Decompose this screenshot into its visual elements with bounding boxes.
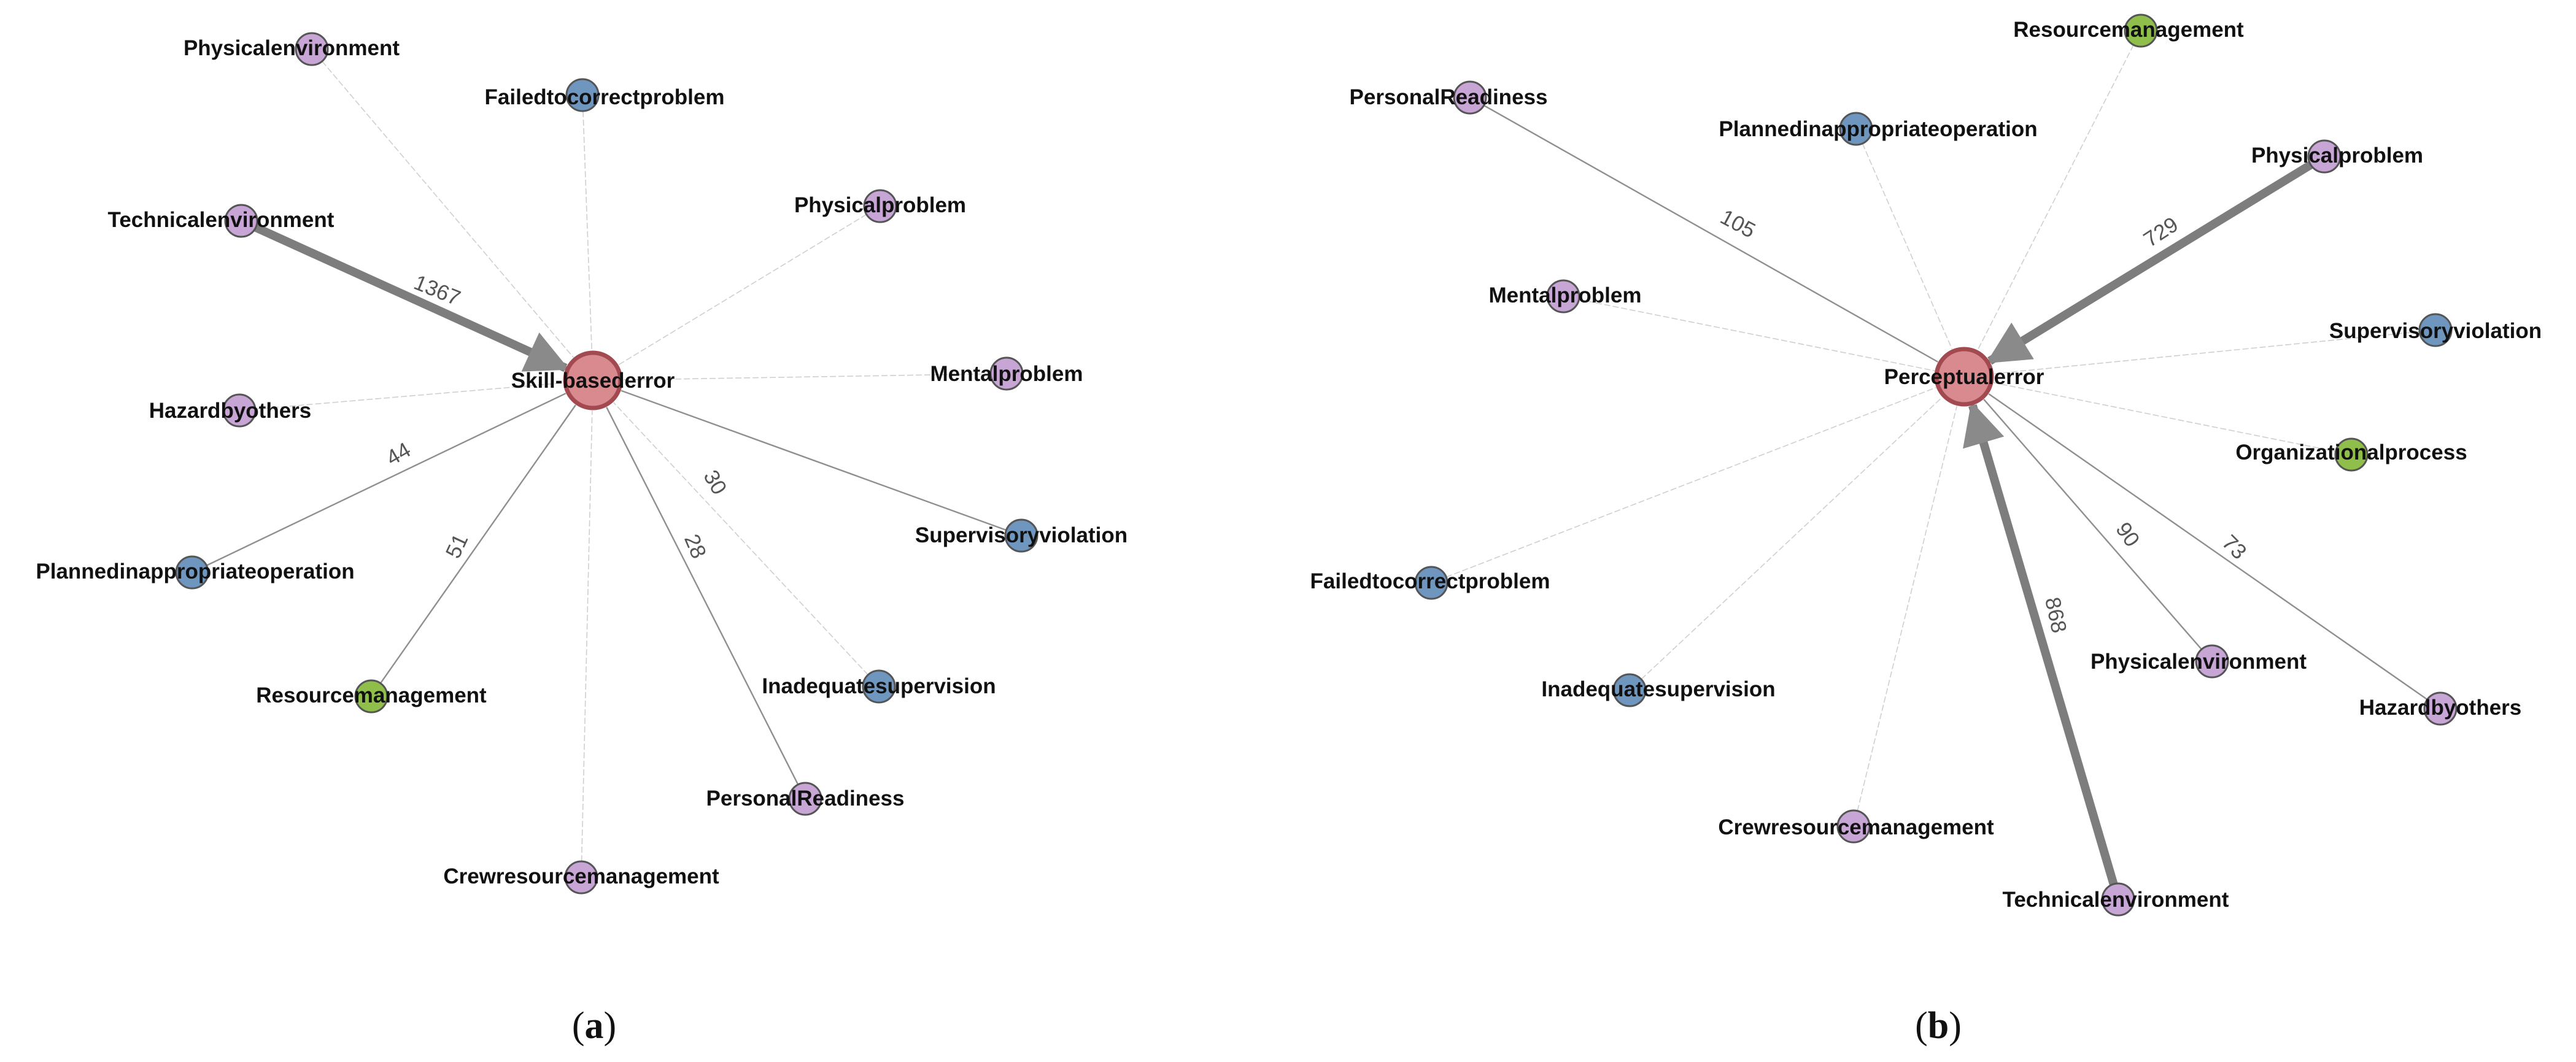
node-personalreadiness[interactable] bbox=[1453, 80, 1487, 115]
node-labels: ResourcemanagementPersonalReadinessPlann… bbox=[1310, 18, 2542, 912]
node-mentalproblem[interactable] bbox=[1546, 279, 1580, 314]
center-node-label: Perceptualerror bbox=[1884, 365, 2044, 389]
node-label: Supervisoryviolation bbox=[915, 523, 1127, 547]
edge-weight-label: 28 bbox=[679, 531, 711, 562]
node-label: Technicalenvironment bbox=[2003, 888, 2229, 912]
edge-resourcemanagement bbox=[1977, 44, 2134, 350]
node-physicalproblem[interactable] bbox=[2307, 139, 2342, 174]
node-label: Physicalproblem bbox=[2251, 144, 2423, 167]
edge-weight-label: 90 bbox=[2111, 518, 2144, 551]
edge-inadequatesupervision bbox=[613, 402, 868, 675]
node-label: Physicalproblem bbox=[794, 193, 966, 217]
node-label: Crewresourcemanagement bbox=[1718, 815, 1994, 839]
center-node-perceptualerror[interactable] bbox=[1934, 347, 1994, 407]
edge-supervisoryviolation bbox=[621, 390, 1007, 531]
node-label: Organizationalprocess bbox=[2235, 441, 2467, 464]
node-physicalenvironment[interactable] bbox=[2195, 644, 2229, 679]
center-node-label: Skill-basederror bbox=[511, 369, 675, 393]
node-supervisoryviolation[interactable] bbox=[1004, 518, 1039, 553]
node-label: Crewresourcemanagement bbox=[443, 864, 719, 888]
node-label: PersonalReadiness bbox=[1350, 85, 1548, 109]
node-failedtocorrectproblem[interactable] bbox=[565, 78, 600, 112]
nodes bbox=[1414, 13, 2458, 917]
node-technicalenvironment[interactable] bbox=[2101, 882, 2135, 917]
node-physicalproblem[interactable] bbox=[863, 189, 897, 223]
edge-organizationalprocess bbox=[1993, 382, 2336, 452]
node-label: Mentalproblem bbox=[930, 362, 1083, 386]
node-label: Failedtocorrectproblem bbox=[485, 85, 725, 109]
edge-personalreadiness bbox=[1483, 104, 1938, 363]
edge-weight-label: 105 bbox=[1716, 205, 1759, 243]
edge-supervisoryviolation bbox=[1994, 331, 2420, 374]
node-label: Failedtocorrectproblem bbox=[1310, 569, 1550, 593]
edge-weight-label: 868 bbox=[2040, 595, 2071, 635]
edge-inadequatesupervision bbox=[1641, 396, 1943, 680]
edge-mentalproblem bbox=[1579, 299, 1935, 372]
node-personalreadiness[interactable] bbox=[788, 782, 822, 816]
edge-physicalproblem bbox=[1986, 161, 2313, 365]
edge-technicalenvironment bbox=[1963, 401, 2118, 886]
nodes bbox=[175, 32, 1039, 895]
node-label: Resourcemanagement bbox=[2013, 18, 2244, 42]
edge-physicalenvironment bbox=[322, 61, 574, 358]
node-label: Technicalenvironment bbox=[108, 208, 335, 232]
node-crewresourcemanagement[interactable] bbox=[1836, 809, 1871, 844]
node-label: Hazardbyothers bbox=[2359, 696, 2522, 720]
edge-mentalproblem bbox=[622, 373, 991, 381]
edge-resourcemanagement bbox=[379, 404, 576, 684]
edge-failedtocorrectproblem bbox=[582, 110, 593, 351]
edge-weight-label: 44 bbox=[382, 437, 415, 470]
node-label: Resourcemanagement bbox=[256, 683, 487, 707]
node-label: Supervisoryviolation bbox=[2329, 319, 2542, 343]
node-labels: PhysicalenvironmentFailedtocorrectproble… bbox=[36, 36, 1127, 888]
edge-crewresourcemanagement bbox=[1857, 406, 1958, 811]
node-crewresourcemanagement[interactable] bbox=[564, 860, 598, 895]
node-physicalenvironment[interactable] bbox=[295, 32, 329, 66]
node-resourcemanagement[interactable] bbox=[2124, 13, 2158, 48]
edge-weight-label: 30 bbox=[698, 466, 731, 499]
edge-technicalenvironment bbox=[253, 223, 570, 372]
edge-weight-label: 73 bbox=[2218, 530, 2251, 564]
node-label: Inadequatesupervision bbox=[762, 674, 996, 698]
node-hazardbyothers[interactable] bbox=[222, 393, 257, 428]
node-plannedinappropriateoperation[interactable] bbox=[1839, 112, 1873, 146]
node-inadequatesupervision[interactable] bbox=[862, 669, 896, 704]
edge-physicalenvironment bbox=[1983, 399, 2202, 650]
node-plannedinappropriateoperation[interactable] bbox=[175, 555, 209, 590]
node-label: Plannedinappropriateoperation bbox=[1719, 117, 2037, 141]
node-label: Inadequatesupervision bbox=[1541, 677, 1775, 701]
panel-b-caption: (b) bbox=[1915, 1005, 1962, 1047]
edge-crewresourcemanagement bbox=[581, 410, 593, 862]
node-mentalproblem[interactable] bbox=[989, 356, 1024, 391]
edge-plannedinappropriateoperation bbox=[1862, 143, 1953, 350]
edge-plannedinappropriateoperation bbox=[206, 393, 567, 566]
node-label: Hazardbyothers bbox=[149, 399, 312, 423]
node-hazardbyothers[interactable] bbox=[2423, 691, 2458, 726]
panel-a-caption: (a) bbox=[572, 1005, 616, 1047]
node-label: Physicalenvironment bbox=[184, 36, 400, 60]
node-label: PersonalReadiness bbox=[706, 787, 905, 810]
edge-failedtocorrectproblem bbox=[1445, 387, 1936, 578]
node-supervisoryviolation[interactable] bbox=[2418, 313, 2453, 347]
node-label: Physicalenvironment bbox=[2091, 650, 2307, 674]
node-technicalenvironment[interactable] bbox=[224, 204, 258, 238]
edge-personalreadiness bbox=[606, 407, 799, 785]
node-failedtocorrectproblem[interactable] bbox=[1414, 566, 1449, 600]
edge-hazardbyothers bbox=[1988, 393, 2428, 701]
center-node-skill-basederror[interactable] bbox=[563, 350, 623, 410]
node-label: Mentalproblem bbox=[1489, 283, 1642, 307]
node-inadequatesupervision[interactable] bbox=[1612, 673, 1647, 707]
node-organizationalprocess[interactable] bbox=[2334, 437, 2369, 472]
edge-physicalproblem bbox=[618, 214, 867, 366]
node-label: Plannedinappropriateoperation bbox=[36, 560, 354, 583]
node-resourcemanagement[interactable] bbox=[354, 679, 389, 714]
